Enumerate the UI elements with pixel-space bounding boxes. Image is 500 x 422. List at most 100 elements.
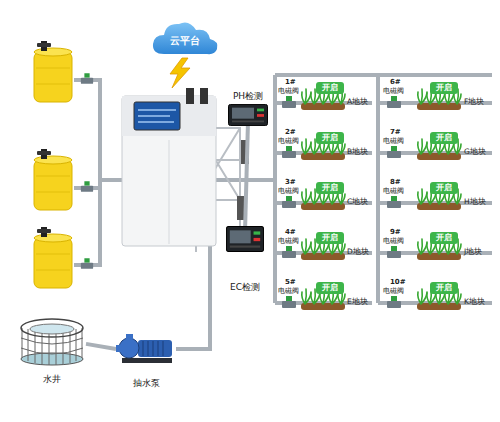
node-text: 开启 — [430, 182, 458, 194]
valve-name: 电磁阀 — [383, 137, 404, 145]
solenoid-valve — [282, 196, 296, 208]
connector — [186, 88, 194, 104]
solenoid-valve — [387, 246, 401, 258]
plot-name: K地块 — [464, 297, 485, 306]
meter-shape-part — [229, 104, 268, 125]
plot-name: B地块 — [347, 147, 368, 156]
solenoid-valve — [282, 146, 296, 158]
valve-number: 6# — [390, 78, 401, 86]
status-button: 开启 — [316, 182, 344, 194]
tank — [34, 149, 72, 210]
pipe — [100, 178, 124, 182]
plot-name: C地块 — [347, 197, 368, 206]
solenoid-valve — [387, 296, 401, 308]
valve-name: 电磁阀 — [383, 187, 404, 195]
cloud-node: 云平台 — [150, 18, 220, 58]
meter-shape-part — [230, 246, 260, 248]
meter-shape-part — [254, 238, 261, 241]
tank-valve — [81, 181, 93, 192]
meter-shape-part — [230, 230, 251, 243]
pipes — [74, 75, 492, 349]
node-text: 开启 — [430, 282, 458, 294]
pipe-connector — [245, 126, 248, 226]
node-text: 开启 — [316, 282, 344, 294]
status-button: 开启 — [316, 132, 344, 144]
node-text: PH检测 — [216, 91, 280, 102]
pipe — [275, 103, 372, 303]
controller — [122, 88, 240, 252]
meter-shape-part — [226, 227, 263, 252]
meter-shape-part — [232, 121, 264, 123]
node-text: 开启 — [316, 182, 344, 194]
pipe — [176, 244, 210, 349]
solenoid-valve — [387, 146, 401, 158]
connector — [200, 88, 208, 104]
pump-shape-part — [122, 358, 172, 363]
meter-shape-part — [254, 231, 261, 234]
solenoid-valve — [387, 96, 401, 108]
valve-number: 8# — [390, 178, 401, 186]
status-button: 开启 — [430, 132, 458, 144]
valve-name: 电磁阀 — [278, 87, 299, 95]
node-text: 云平台 — [150, 35, 220, 47]
tank — [34, 227, 72, 288]
tank — [34, 41, 72, 102]
meter-node: EC检测 — [226, 226, 264, 252]
valve-number: 10# — [390, 278, 406, 286]
well-shape — [18, 316, 86, 366]
meter-shape-part — [257, 109, 264, 112]
pipe — [74, 80, 100, 265]
cabinet — [122, 96, 216, 246]
touch-screen — [134, 102, 180, 130]
valve-name: 电磁阀 — [383, 287, 404, 295]
valve-name: 电磁阀 — [278, 287, 299, 295]
ec-probe — [237, 196, 245, 220]
screen-lines — [138, 110, 176, 122]
solenoid-valve — [282, 96, 296, 108]
plot-name: E地块 — [347, 297, 368, 306]
door-seam — [169, 140, 170, 244]
status-button: 开启 — [430, 232, 458, 244]
node-text: 开启 — [316, 232, 344, 244]
status-button: 开启 — [430, 82, 458, 94]
plot-name: D地块 — [347, 247, 369, 256]
meter-node: PH检测 — [228, 104, 268, 126]
plot-name: A地块 — [347, 97, 368, 106]
pipe — [378, 103, 492, 303]
node-text: 开启 — [316, 132, 344, 144]
node-text: 开启 — [430, 132, 458, 144]
solenoid-valve — [387, 196, 401, 208]
node-text: 开启 — [316, 82, 344, 94]
valve-number: 3# — [285, 178, 296, 186]
ph-probe — [241, 140, 249, 164]
plot-name: H地块 — [464, 197, 486, 206]
pump-shape-part — [138, 340, 172, 357]
tank-valve — [81, 73, 93, 84]
solenoid-valve — [282, 246, 296, 258]
valve-number: 4# — [285, 228, 296, 236]
node-text: 开启 — [430, 82, 458, 94]
tank-valve — [81, 258, 93, 269]
pump-node: 抽水泵 — [116, 334, 176, 364]
valve-name: 电磁阀 — [278, 237, 299, 245]
plot-name: J地块 — [464, 247, 482, 256]
node-text: 抽水泵 — [101, 378, 191, 389]
meter-shape-part — [257, 114, 264, 117]
node-text: EC检测 — [214, 282, 276, 293]
pump-shape-part — [116, 345, 121, 352]
plot-name: G地块 — [464, 147, 486, 156]
node-text: 水井 — [3, 374, 101, 385]
meter-shape — [226, 226, 264, 252]
status-button: 开启 — [430, 182, 458, 194]
valve-name: 电磁阀 — [383, 237, 404, 245]
lightning-bolt — [170, 58, 190, 88]
solenoid-valve — [282, 296, 296, 308]
status-button: 开启 — [430, 282, 458, 294]
well-node: 水井 — [18, 316, 86, 366]
status-button: 开启 — [316, 232, 344, 244]
valve-number: 1# — [285, 78, 296, 86]
well-shape-part — [21, 319, 83, 337]
pipe — [214, 178, 275, 182]
status-button: 开启 — [316, 82, 344, 94]
